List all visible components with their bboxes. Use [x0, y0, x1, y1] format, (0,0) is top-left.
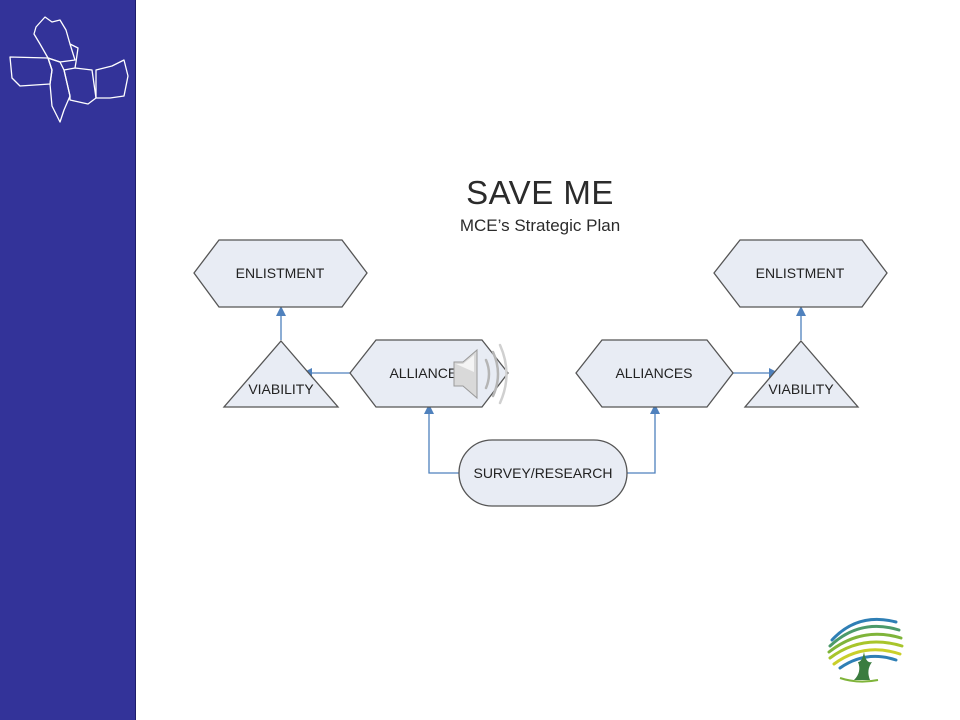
connector-survey-to-right-alliances — [627, 404, 660, 474]
slide-subtitle: MCE’s Strategic Plan — [459, 216, 621, 235]
right-enlistment-label: ENLISTMENT — [756, 265, 845, 281]
survey-research-node — [458, 439, 628, 507]
left-viability-node — [222, 340, 340, 408]
right-alliances-node — [575, 339, 734, 408]
left-alliances-label: ALLIANCES — [389, 365, 466, 381]
survey-research-label: SURVEY/RESEARCH — [473, 465, 612, 481]
slide-title: SAVE ME — [466, 174, 614, 211]
sidebar-band — [0, 0, 136, 720]
midwest-states-map-icon — [9, 16, 129, 123]
speaker-icon[interactable] — [453, 343, 508, 405]
connector-survey-to-left-alliances — [424, 404, 459, 474]
right-viability-node — [743, 340, 860, 408]
left-enlistment-label: ENLISTMENT — [236, 265, 325, 281]
left-viability-label: VIABILITY — [248, 381, 314, 397]
right-viability-label: VIABILITY — [768, 381, 834, 397]
left-enlistment-node — [193, 239, 368, 308]
tree-logo-icon — [827, 617, 904, 683]
right-enlistment-node — [713, 239, 888, 308]
right-alliances-label: ALLIANCES — [615, 365, 692, 381]
